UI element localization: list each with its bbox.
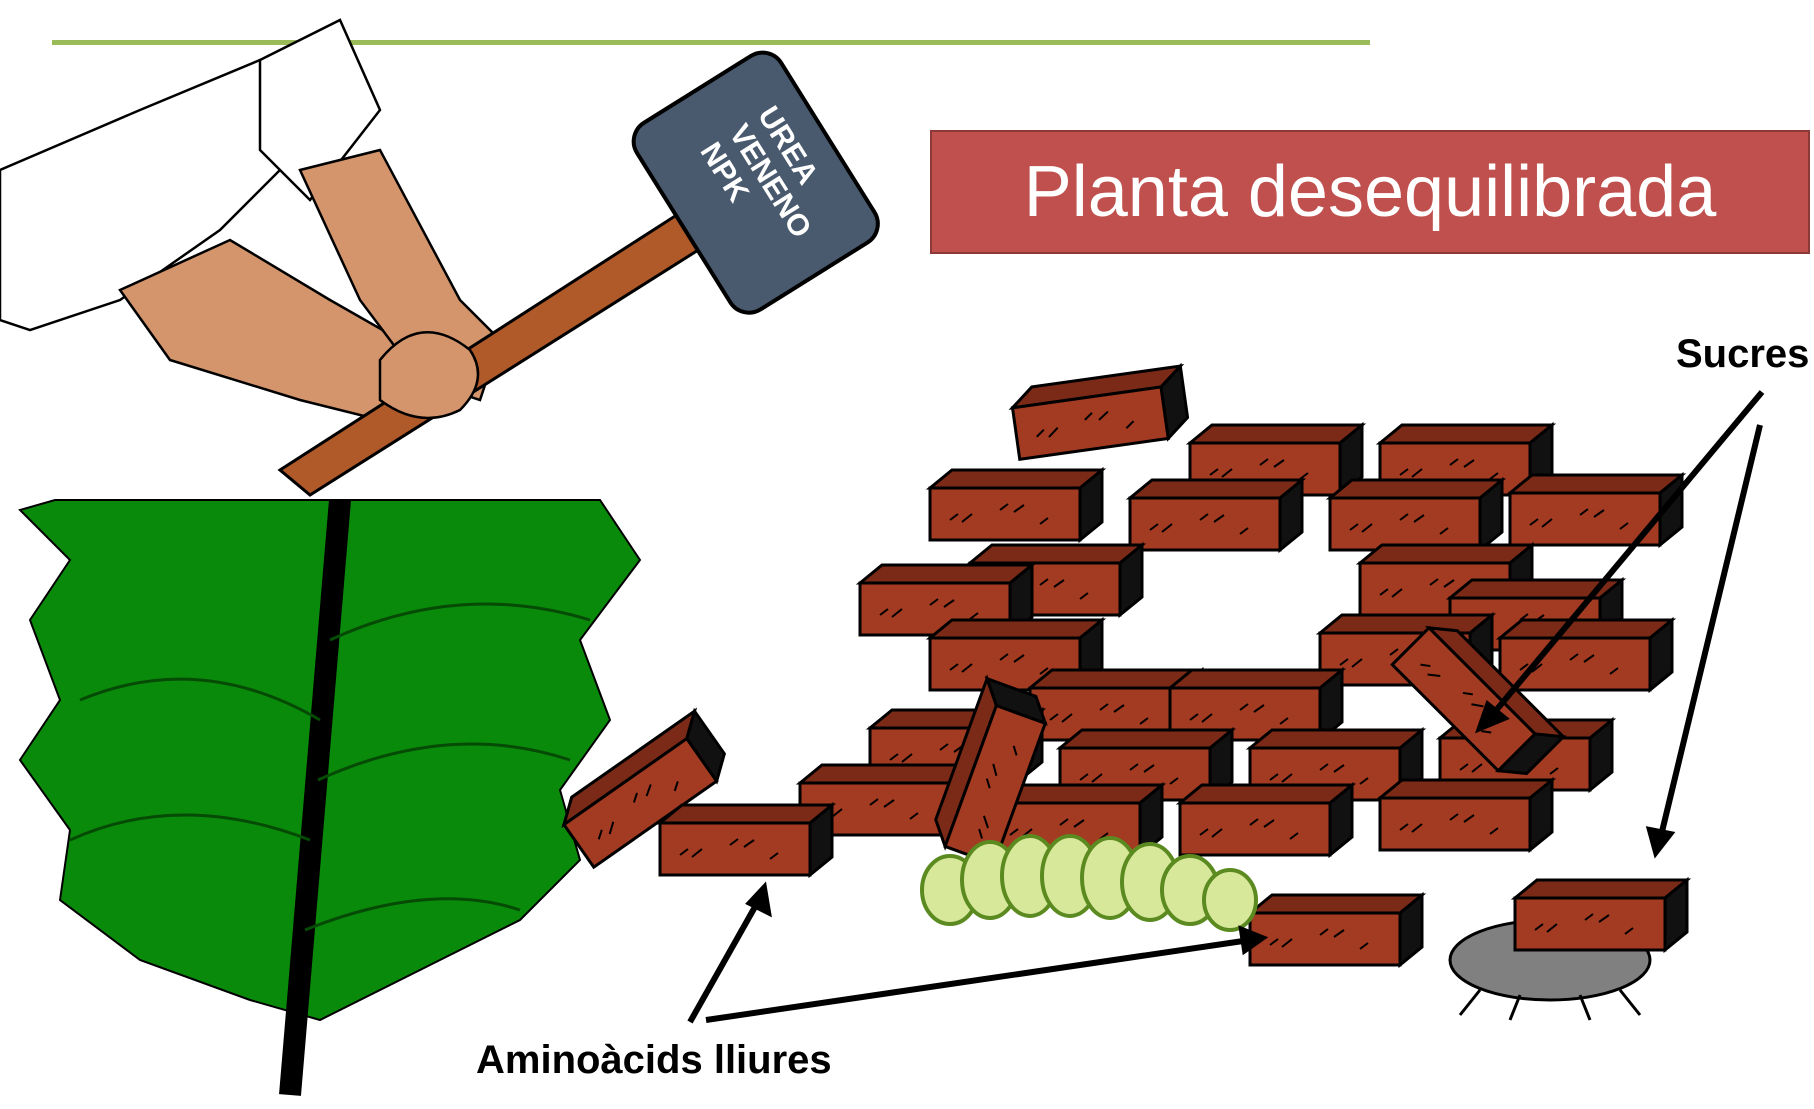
- loose-bricks: [552, 709, 1689, 1021]
- arms-with-hammer: UREA VENENO NPK: [0, 18, 880, 497]
- title-banner: Planta desequilibrada: [930, 130, 1810, 254]
- sugars-label: Sucres: [1676, 332, 1810, 376]
- caterpillar: [920, 834, 1258, 932]
- free-amino-acids-label: Aminoàcids lliures: [476, 1038, 832, 1082]
- page-title: Planta desequilibrada: [1023, 152, 1717, 232]
- hammer-head: [631, 50, 880, 315]
- brick-wall: [798, 364, 1684, 866]
- header-rule: [52, 40, 1370, 45]
- annotation-arrows: [687, 390, 1765, 1024]
- leaf: [18, 499, 642, 1096]
